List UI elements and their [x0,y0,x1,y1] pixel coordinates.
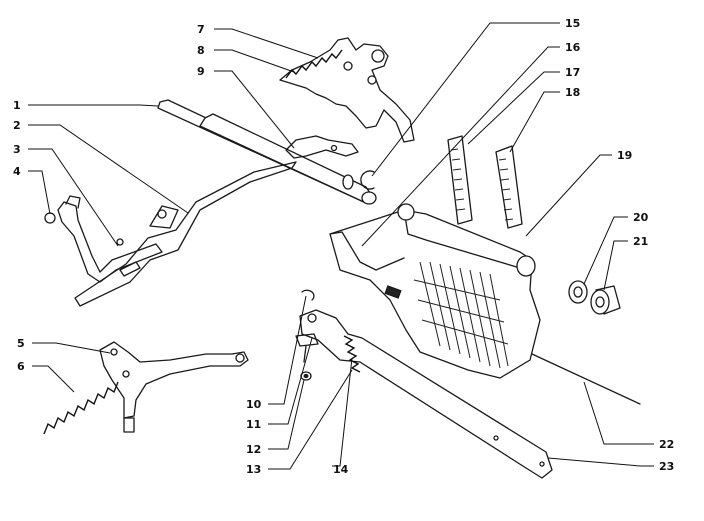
part-lower-lever [43,341,249,435]
label-13: 13 [246,463,261,476]
label-21: 21 [633,235,648,248]
label-6: 6 [17,360,25,373]
label-12: 12 [246,443,261,456]
part-rod [157,99,377,205]
label-8: 8 [197,44,205,57]
part-main-cage [329,203,541,379]
part-small-bracket [285,135,359,159]
label-3: 3 [13,143,21,156]
part-ring-20 [568,280,588,304]
label-22: 22 [659,438,674,451]
part-bracket [44,195,163,283]
label-14: 14 [333,463,349,476]
part-comb-18 [495,145,523,229]
label-17: 17 [565,66,580,79]
leader-lines [28,22,654,470]
part-lever-arm [74,161,297,307]
label-5: 5 [17,337,25,350]
part-small-hardware [295,289,361,381]
cage-fins [413,261,509,369]
label-16: 16 [565,41,581,54]
part-clip [360,170,375,190]
label-11: 11 [246,418,261,431]
part-thin-rod [531,353,641,405]
label-15: 15 [565,17,580,30]
callout-labels: 1 2 3 4 5 6 7 8 9 10 11 12 13 14 15 16 1… [13,17,674,476]
label-9: 9 [197,65,205,78]
label-18: 18 [565,86,580,99]
part-ring-21 [590,285,621,315]
label-23: 23 [659,460,674,473]
label-2: 2 [13,119,21,132]
part-comb-17 [447,135,473,225]
label-20: 20 [633,211,649,224]
label-10: 10 [246,398,262,411]
label-19: 19 [617,149,632,162]
part-top-mechanism [279,37,415,143]
label-7: 7 [197,23,205,36]
label-4: 4 [13,165,21,178]
label-1: 1 [13,99,21,112]
part-long-bar [299,309,553,479]
